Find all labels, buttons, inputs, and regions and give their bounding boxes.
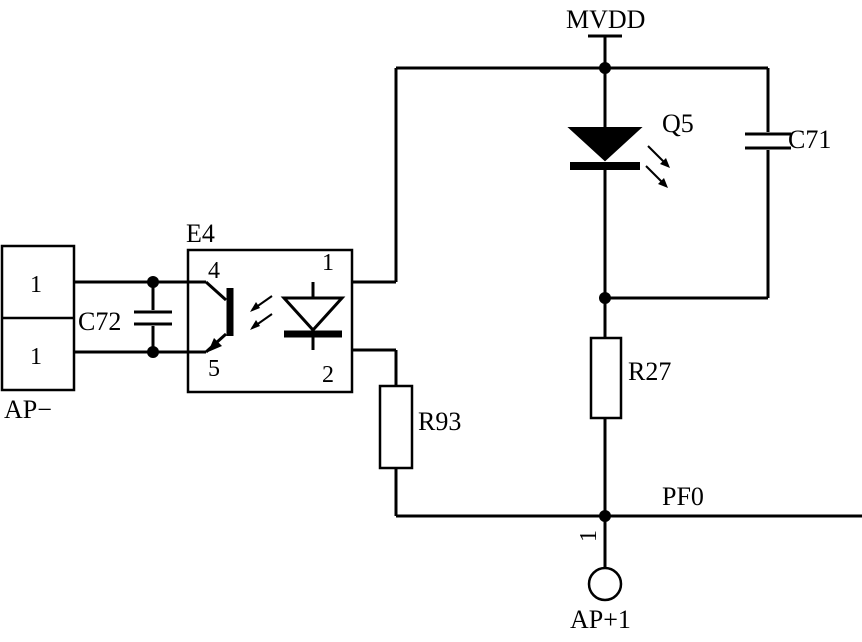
e4-pin1-label: 1 (322, 250, 334, 276)
mvdd-supply: MVDD (566, 5, 645, 128)
e4-label: E4 (186, 219, 215, 248)
q5-label: Q5 (662, 109, 694, 138)
mvdd-label: MVDD (566, 5, 645, 34)
junction-top (599, 62, 611, 74)
c71-label: C71 (788, 125, 831, 154)
e4-pin2-label: 2 (322, 362, 334, 388)
ap-plus-terminal: 1 AP+1 (570, 516, 631, 634)
connector-pin-bottom: 1 (30, 344, 42, 370)
e4-pin4-label: 4 (208, 258, 220, 284)
c72-label: C72 (78, 307, 121, 336)
ap-minus-label: AP− (4, 395, 52, 424)
r27-resistor: R27 (589, 298, 671, 516)
r27-label: R27 (628, 357, 671, 386)
ap-minus-connector: 1 1 AP− (0, 244, 76, 424)
r93-label: R93 (418, 407, 461, 436)
c72-capacitor: C72 (74, 276, 180, 358)
q5-led: Q5 (567, 109, 694, 298)
e4-optocoupler: E4 4 5 1 2 (180, 219, 354, 394)
pf0-label: PF0 (662, 482, 704, 511)
r93-resistor: R93 (313, 348, 461, 516)
ap-plus-label: AP+1 (570, 605, 631, 634)
c71-capacitor: C71 (745, 68, 831, 298)
connector-pin-top: 1 (30, 272, 42, 298)
e4-pin5-label: 5 (208, 356, 220, 382)
pf0-net: PF0 (396, 482, 862, 522)
ap-plus-pin-label: 1 (576, 530, 602, 542)
